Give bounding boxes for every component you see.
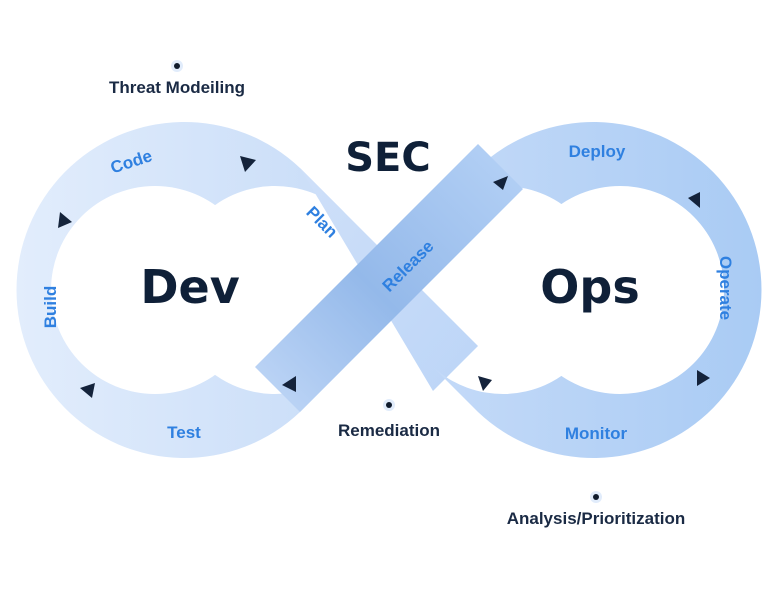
bullet-dot-icon <box>386 402 392 408</box>
note-remediation: Remediation <box>338 399 440 440</box>
note-label: Remediation <box>338 421 440 440</box>
bullet-dot-icon <box>174 63 180 69</box>
stage-build: Build <box>41 286 60 329</box>
note-threat-modeling: Threat Modeiling <box>109 60 245 97</box>
arrow-icon <box>240 156 256 172</box>
note-label: Threat Modeiling <box>109 78 245 97</box>
note-label: Analysis/Prioritization <box>507 509 686 528</box>
dev-loop-hole <box>51 186 259 394</box>
arrow-icon <box>58 212 72 228</box>
stage-test: Test <box>167 423 201 442</box>
release-band <box>255 144 523 412</box>
stage-monitor: Monitor <box>565 424 628 443</box>
stage-operate: Operate <box>716 256 735 320</box>
title-ops: Ops <box>540 260 639 314</box>
stage-deploy: Deploy <box>569 142 626 161</box>
flow-arrows <box>58 156 710 398</box>
title-dev: Dev <box>140 260 239 314</box>
arrow-icon <box>282 376 296 392</box>
arrow-icon <box>478 376 492 391</box>
title-sec: SEC <box>345 135 431 181</box>
ops-loop-hole <box>516 186 724 394</box>
arrow-icon <box>688 192 700 208</box>
note-analysis-prioritization: Analysis/Prioritization <box>507 491 686 528</box>
arrow-icon <box>80 383 95 398</box>
arrow-icon <box>697 370 710 386</box>
arrow-icon <box>493 176 508 190</box>
bullet-dot-icon <box>593 494 599 500</box>
